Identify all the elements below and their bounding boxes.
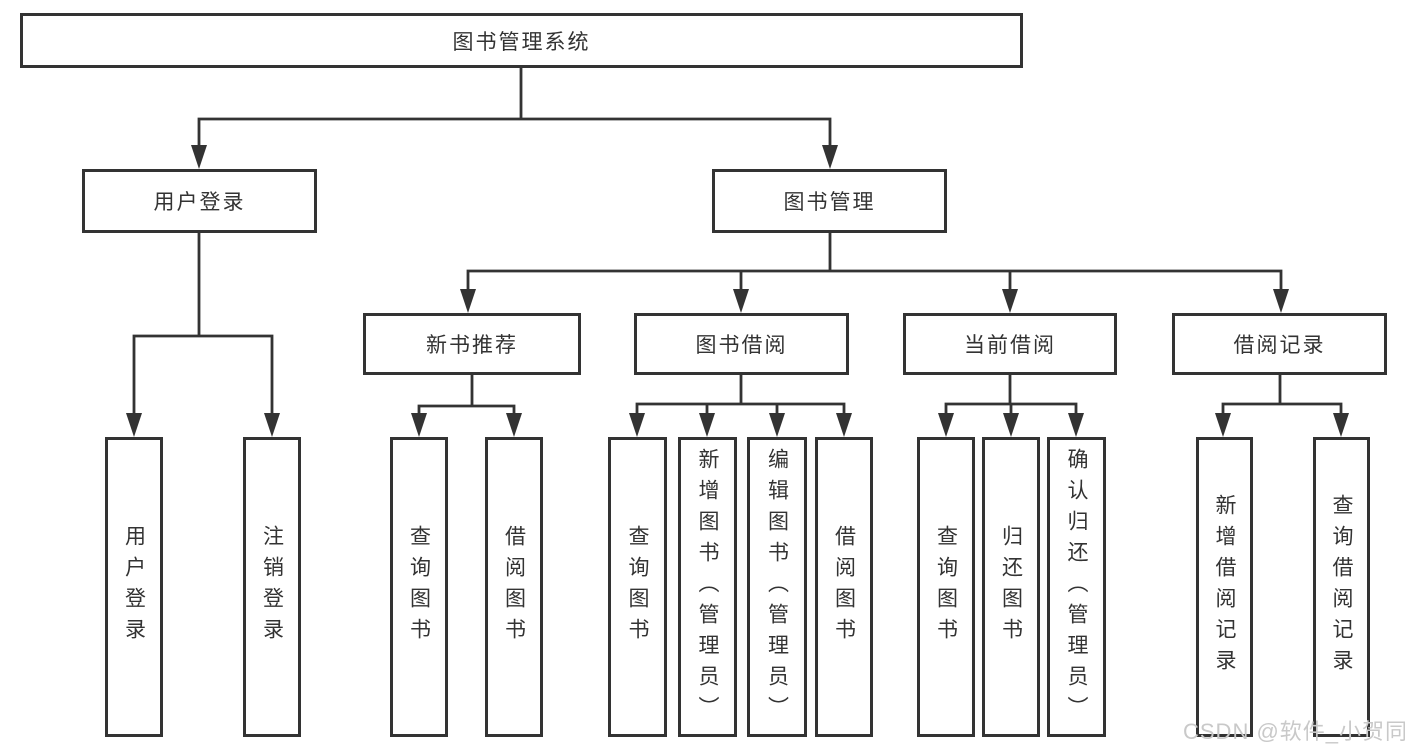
- leaf-query-borrow-record: 查询借阅记录: [1313, 437, 1370, 737]
- leaf-borrow-books-recommend: 借阅图书: [485, 437, 543, 737]
- leaf-add-book-admin: 新增图书（管理员）: [678, 437, 737, 737]
- leaf-add-borrow-record: 新增借阅记录: [1196, 437, 1253, 737]
- leaf-logout: 注销登录: [243, 437, 301, 737]
- node-library-management-system: 图书管理系统: [20, 13, 1023, 68]
- node-book-borrow: 图书借阅: [634, 313, 849, 375]
- node-new-book-recommend: 新书推荐: [363, 313, 581, 375]
- node-book-management: 图书管理: [712, 169, 947, 233]
- leaf-user-login: 用户登录: [105, 437, 163, 737]
- leaf-return-books: 归还图书: [982, 437, 1040, 737]
- leaf-borrow-books: 借阅图书: [815, 437, 873, 737]
- leaf-query-books-recommend: 查询图书: [390, 437, 448, 737]
- leaf-query-books-borrow: 查询图书: [608, 437, 667, 737]
- node-borrow-records: 借阅记录: [1172, 313, 1387, 375]
- leaf-query-books-current: 查询图书: [917, 437, 975, 737]
- leaf-confirm-return-admin: 确认归还（管理员）: [1047, 437, 1106, 737]
- watermark: CSDN @软件_小贺同学: [1183, 719, 1405, 744]
- node-user-login: 用户登录: [82, 169, 317, 233]
- leaf-edit-book-admin: 编辑图书（管理员）: [747, 437, 807, 737]
- node-current-borrow: 当前借阅: [903, 313, 1117, 375]
